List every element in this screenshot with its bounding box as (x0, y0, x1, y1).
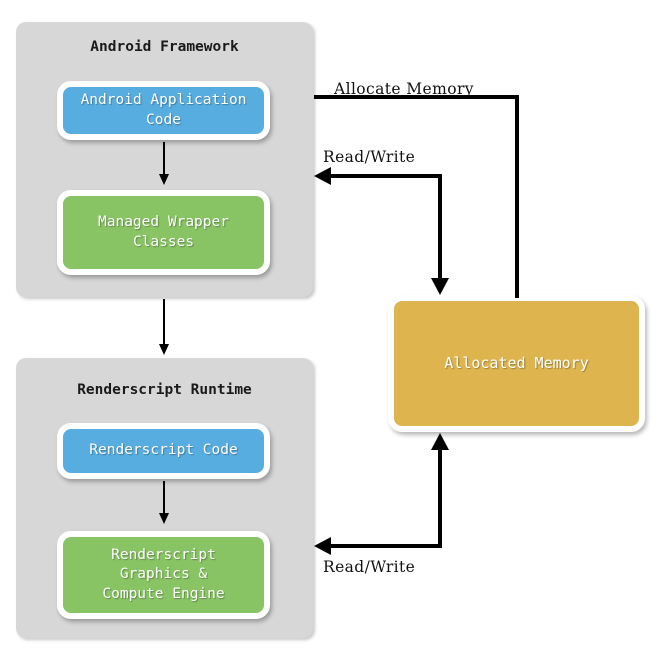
group-android-framework-title: Android Framework (90, 39, 239, 55)
edge-read-write-top-arrowhead-down (431, 278, 449, 295)
edge-read-write-top-arrowhead-left (314, 167, 331, 185)
edge-read-write-bottom-vline (438, 446, 442, 548)
edge-framework-to-runtime-line (163, 299, 165, 346)
edge-label-read-write-top: Read/Write (323, 148, 416, 166)
edge-allocate-memory-hline (314, 95, 519, 99)
node-renderscript-graphics-compute-engine[interactable]: Renderscript Graphics & Compute Engine (57, 531, 270, 619)
edge-framework-to-runtime-arrowhead (159, 344, 169, 355)
node-allocated-memory[interactable]: Allocated Memory (388, 295, 645, 432)
edge-read-write-bottom-arrowhead-up (431, 433, 449, 450)
node-managed-wrapper-classes[interactable]: Managed Wrapper Classes (57, 190, 270, 275)
edge-app-code-to-wrapper-arrowhead (159, 174, 169, 185)
edge-label-allocate-memory: Allocate Memory (334, 80, 474, 98)
edge-rs-code-to-engine-line (163, 481, 165, 515)
edge-read-write-top-hline (331, 174, 442, 178)
edge-read-write-bottom-hline (331, 544, 442, 548)
node-renderscript-code[interactable]: Renderscript Code (57, 423, 270, 479)
group-renderscript-runtime-title: Renderscript Runtime (77, 382, 252, 398)
edge-label-read-write-bottom: Read/Write (323, 558, 416, 576)
edge-app-code-to-wrapper-line (163, 142, 165, 176)
edge-allocate-memory-vline (515, 95, 519, 298)
edge-read-write-top-vline (438, 174, 442, 281)
node-android-application-code[interactable]: Android Application Code (57, 81, 270, 140)
edge-read-write-bottom-arrowhead-left (314, 537, 331, 555)
edge-rs-code-to-engine-arrowhead (159, 513, 169, 524)
